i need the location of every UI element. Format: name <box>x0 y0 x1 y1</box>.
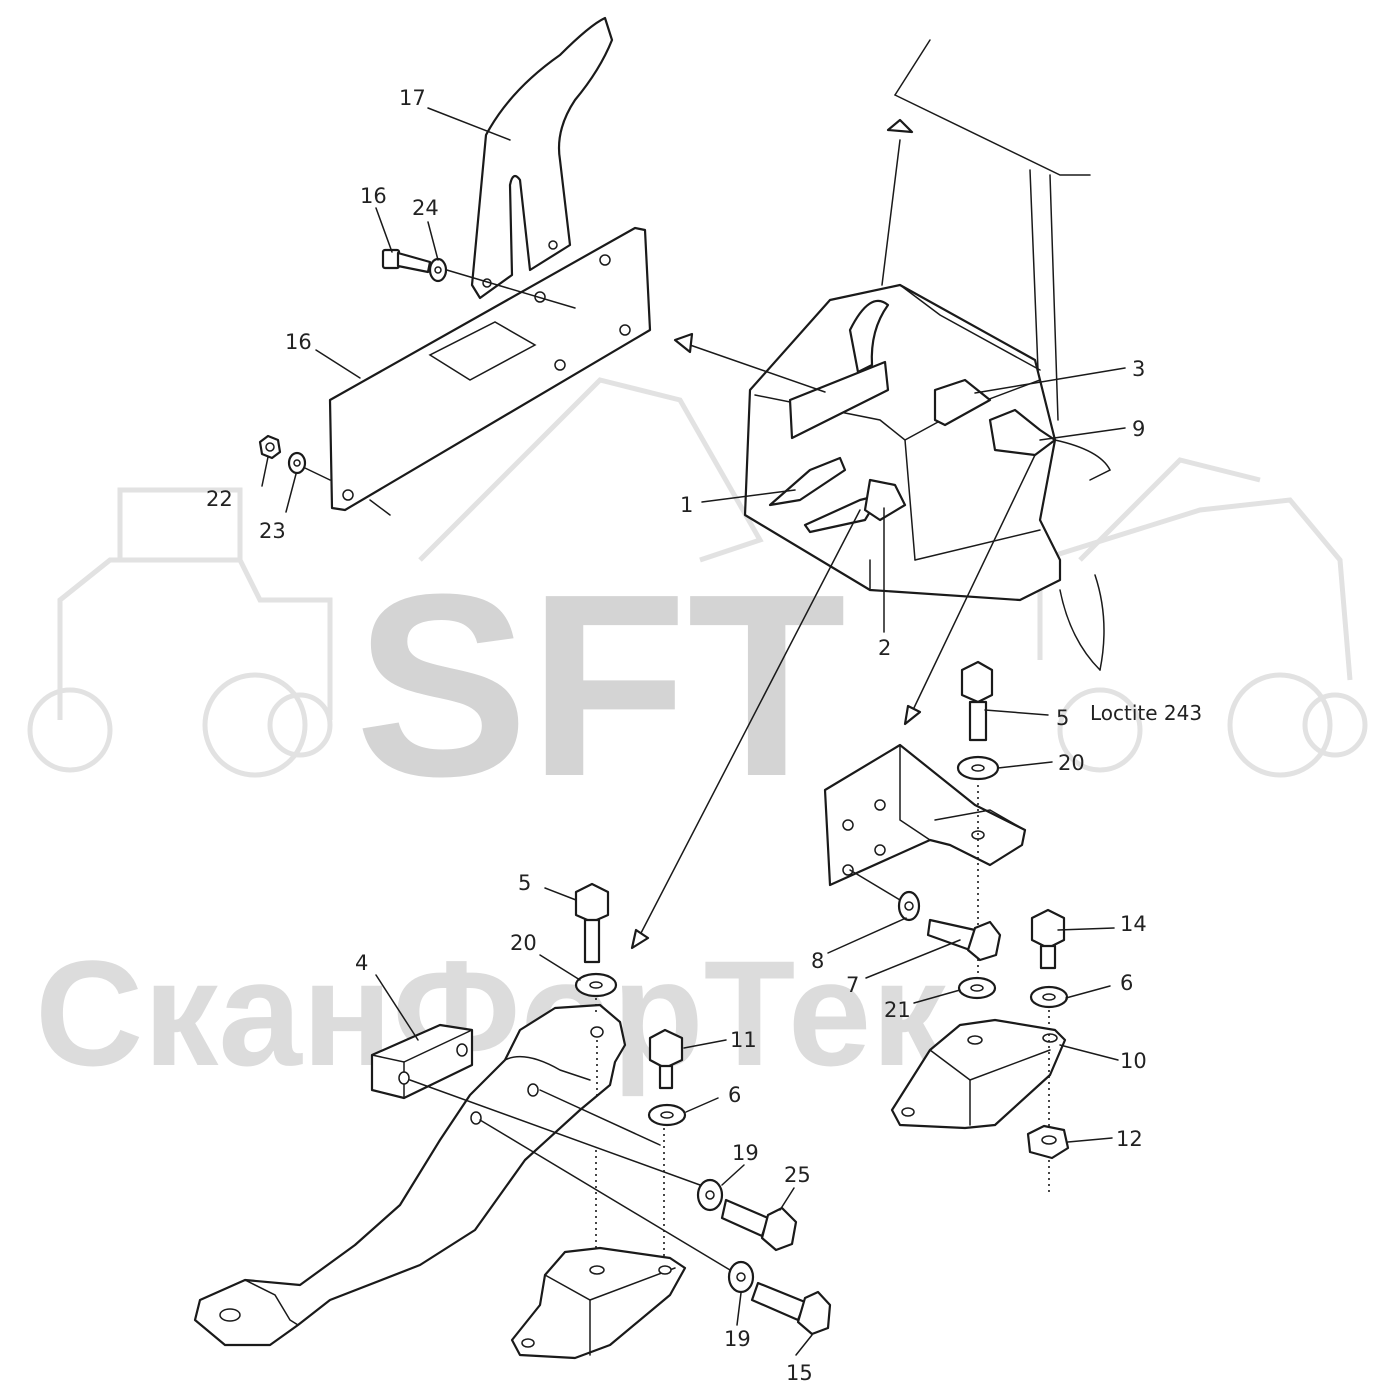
label-11: 11 <box>730 1028 757 1052</box>
label-7: 7 <box>846 973 859 997</box>
label-19-upper: 19 <box>732 1141 759 1165</box>
label-5-left: 5 <box>518 871 531 895</box>
part-7-bolt <box>926 918 1002 962</box>
bracket-assembly <box>823 743 1027 975</box>
part-16-plate <box>328 226 826 516</box>
assembly-arrow-bracket <box>911 454 1036 713</box>
watermark-boom-icon <box>418 377 764 563</box>
label-5-right: 5 <box>1056 706 1069 730</box>
pedal <box>193 1003 731 1347</box>
label-12: 12 <box>1116 1127 1143 1151</box>
label-17: 17 <box>399 86 426 110</box>
label-24: 24 <box>412 196 439 220</box>
part-11-bolt <box>648 1028 684 1090</box>
label-3: 3 <box>1132 357 1145 381</box>
label-16: 16 <box>285 330 312 354</box>
loctite-note: Loctite 243 <box>1090 701 1202 725</box>
part-18-bolt <box>381 248 576 309</box>
part-12-nut <box>1026 1124 1070 1195</box>
label-8: 8 <box>811 949 824 973</box>
part-6-washer-right <box>1029 985 1069 1009</box>
part-5-bolt-left <box>574 882 610 964</box>
label-6-right: 6 <box>1120 971 1133 995</box>
label-22: 22 <box>206 487 233 511</box>
part-23-washer <box>287 451 331 481</box>
part-4-spacer <box>370 1023 474 1100</box>
part-15-bolt <box>750 1281 832 1336</box>
label-6-left: 6 <box>728 1083 741 1107</box>
part-10-mount <box>890 1018 1067 1130</box>
machine-body <box>743 39 1112 671</box>
watermark-company: СканФорТек <box>35 929 947 1097</box>
part-19-washer-upper <box>696 1178 724 1212</box>
part-19-washer-lower <box>727 1260 755 1294</box>
watermark-logo: SFT <box>355 541 846 831</box>
label-14: 14 <box>1120 912 1147 936</box>
part-5-bolt-right <box>960 660 994 742</box>
label-15: 15 <box>786 1361 813 1385</box>
part-24-washer <box>428 257 448 283</box>
label-23: 23 <box>259 519 286 543</box>
label-9: 9 <box>1132 417 1145 441</box>
part-mount-lower <box>510 1246 687 1360</box>
label-20-left: 20 <box>510 931 537 955</box>
watermark: SFT СканФорТек <box>27 377 1368 1097</box>
part-21-washer <box>957 976 997 1000</box>
label-4: 4 <box>355 951 368 975</box>
label-2: 2 <box>878 636 891 660</box>
assembly-arrow-pedal <box>639 509 861 936</box>
label-25: 25 <box>784 1163 811 1187</box>
part-20-washer-right <box>956 755 1000 781</box>
part-6-washer-left <box>647 1103 687 1265</box>
part-8-washer <box>849 869 921 922</box>
callout-labels: 17 16 24 16 22 23 1 2 3 9 5 Loctite 243 … <box>206 86 1202 1385</box>
watermark-tractor-icon <box>27 487 333 778</box>
part-25-bolt <box>720 1198 798 1252</box>
label-19-lower: 19 <box>724 1327 751 1351</box>
part-22-nut <box>258 434 282 460</box>
part-17-shield <box>470 16 614 300</box>
label-20-right: 20 <box>1058 751 1085 775</box>
leader-lines <box>261 107 1126 1356</box>
watermark-excavator-icon <box>1037 457 1368 778</box>
label-21: 21 <box>884 998 911 1022</box>
part-20-washer-left <box>574 972 618 1012</box>
part-14-bolt <box>1030 908 1066 970</box>
label-18: 16 <box>360 184 387 208</box>
label-10: 10 <box>1120 1049 1147 1073</box>
label-1: 1 <box>680 493 693 517</box>
